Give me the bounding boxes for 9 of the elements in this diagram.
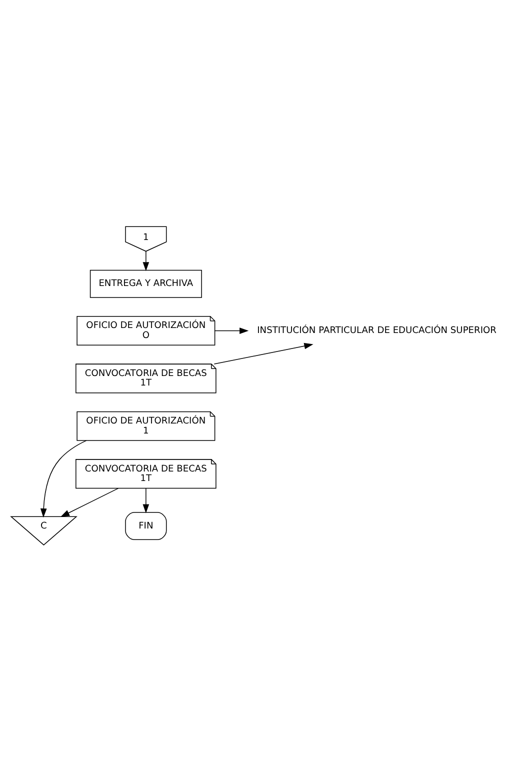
arrow — [214, 342, 314, 364]
arrow — [60, 488, 119, 518]
arrow — [142, 250, 150, 272]
arrow — [214, 328, 249, 334]
node-box: FIN — [125, 512, 167, 540]
arrow — [40, 440, 87, 518]
node-box: ENTREGA Y ARCHIVA — [90, 270, 202, 298]
node-text: INSTITUCIÓN PARTICULAR DE EDUCACIÓN SUPERIOR — [257, 326, 496, 336]
arrow — [142, 488, 150, 514]
